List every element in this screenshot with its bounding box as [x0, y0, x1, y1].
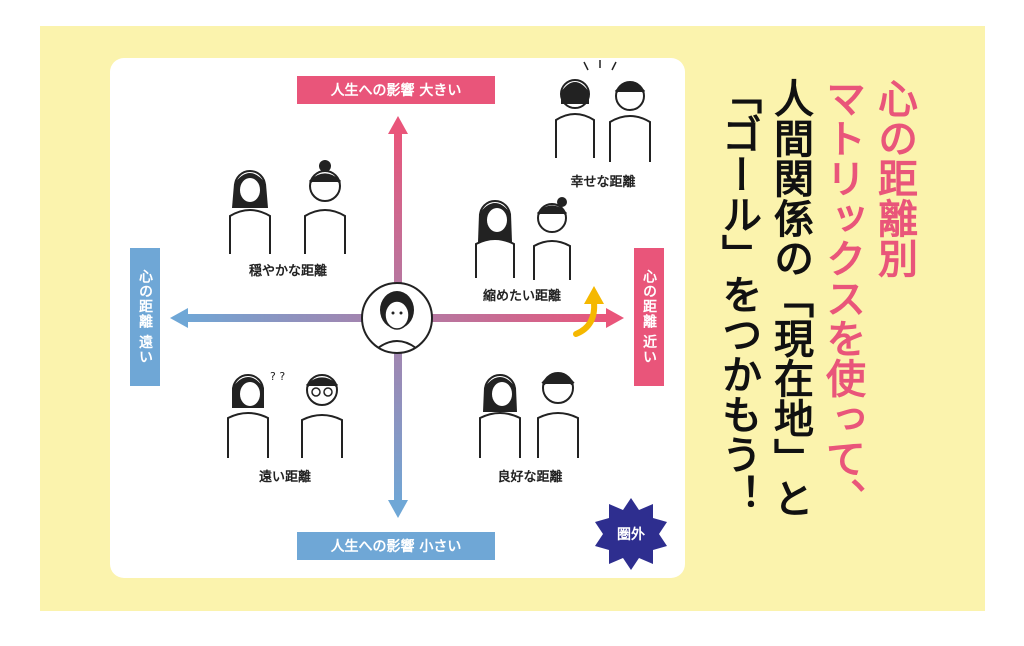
calm-couple-icon [229, 160, 346, 254]
headline-line-2: マトリックスを使って、 [819, 78, 865, 518]
axis-label-bottom: 人生への影響 小さい [297, 532, 495, 560]
svg-text:? ?: ? ? [270, 370, 285, 383]
caption-far-distance: 遠い距離 [258, 470, 312, 485]
arrow-right-icon [606, 308, 624, 328]
headline-line-1: 心の距離別 [871, 78, 917, 278]
outside-badge-label: 圏外 [617, 527, 645, 543]
center-person-icon [361, 282, 433, 354]
caption-calm-distance: 穏やかな距離 [248, 264, 328, 279]
good-couple-icon [479, 372, 579, 458]
caption-good-distance: 良好な距離 [497, 470, 563, 485]
arrow-up-icon [388, 116, 408, 134]
outside-badge: 圏外 [593, 496, 669, 572]
curved-arrow-icon [573, 286, 604, 337]
shrink-couple-icon [475, 197, 571, 280]
arrow-down-icon [388, 500, 408, 518]
axis-label-left: 心の距離 遠い [130, 248, 160, 386]
headline-line-3: 人間関係の「現在地」と [767, 78, 813, 518]
happy-couple-icon [555, 60, 651, 162]
far-couple-icon: ? ? [227, 370, 343, 458]
matrix-card: ? ? 人生への影響 大きい 人生への影響 小さい 心の距離 遠い 心の距離 近… [110, 58, 685, 578]
matrix-diagram: ? ? [170, 60, 651, 518]
caption-shrink-distance: 縮めたい距離 [482, 289, 562, 304]
axis-label-top: 人生への影響 大きい [297, 76, 495, 104]
arrow-left-icon [170, 308, 188, 328]
headline-line-4: 「ゴール」をつかもう！ [715, 74, 761, 514]
axis-label-right: 心の距離 近い [634, 248, 664, 386]
caption-happy-distance: 幸せな距離 [570, 175, 636, 190]
burst-shape-icon [595, 498, 667, 570]
